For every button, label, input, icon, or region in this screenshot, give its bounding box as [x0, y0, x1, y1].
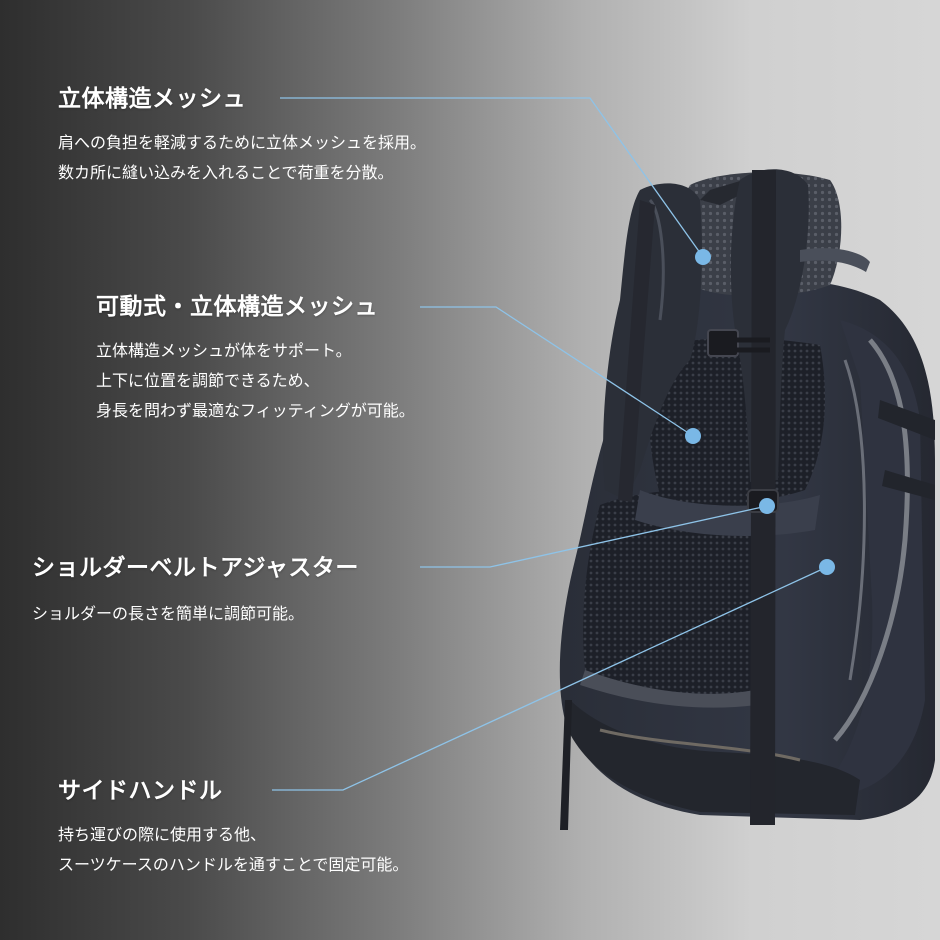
callout-line-adjuster — [420, 505, 768, 568]
callout-lines — [272, 97, 828, 791]
feature-title: ショルダーベルトアジャスター — [32, 555, 359, 581]
side-piping — [833, 338, 910, 742]
callout-line-handle — [272, 566, 828, 791]
feature-line: ショルダーの長さを簡単に調節可能。 — [32, 603, 305, 623]
feature-line: 肩への負担を軽減するために立体メッシュを採用。 — [58, 132, 427, 152]
callout-dot-handle — [819, 559, 835, 575]
feature-line: 数カ所に縫い込みを入れることで荷重を分散。 — [58, 162, 394, 182]
callout-dot-mesh — [695, 249, 711, 265]
feature-description: ショルダーの長さを簡単に調節可能。 — [32, 599, 359, 629]
callout-dot-adjuster — [759, 498, 775, 514]
feature-description: 持ち運びの際に使用する他、 スーツケースのハンドルを通すことで固定可能。 — [58, 820, 408, 880]
feature-3d-mesh: 立体構造メッシュ 肩への負担を軽減するために立体メッシュを採用。 数カ所に縫い込… — [58, 86, 426, 188]
side-panel — [830, 320, 925, 795]
feature-line: スーツケースのハンドルを通すことで固定可能。 — [58, 854, 409, 874]
lower-mesh-panel — [583, 489, 762, 694]
bag-bottom — [568, 700, 860, 815]
feature-title: 可動式・立体構造メッシュ — [96, 294, 378, 320]
feature-line: 立体構造メッシュが体をサポート。 — [96, 340, 352, 360]
feature-shoulder-adjuster: ショルダーベルトアジャスター ショルダーの長さを簡単に調節可能。 — [32, 555, 359, 629]
feature-description: 肩への負担を軽減するために立体メッシュを採用。 数カ所に縫い込みを入れることで荷… — [58, 128, 426, 188]
callout-line-movable-mesh — [420, 306, 694, 437]
feature-line: 身長を問わず最適なフィッティングが可能。 — [96, 400, 415, 420]
feature-title: 立体構造メッシュ — [58, 86, 246, 112]
callout-dot-movable-mesh — [685, 428, 701, 444]
feature-title: サイドハンドル — [58, 778, 223, 804]
feature-side-handle: サイドハンドル 持ち運びの際に使用する他、 スーツケースのハンドルを通すことで固… — [58, 778, 408, 880]
feature-description: 立体構造メッシュが体をサポート。 上下に位置を調節できるため、 身長を問わず最適… — [96, 336, 415, 426]
left-webbing — [618, 200, 655, 502]
feature-movable-mesh: 可動式・立体構造メッシュ 立体構造メッシュが体をサポート。 上下に位置を調節でき… — [96, 294, 415, 426]
feature-line: 上下に位置を調節できるため、 — [96, 370, 320, 390]
callout-dots — [685, 249, 835, 575]
callout-line-mesh — [280, 97, 704, 258]
feature-line: 持ち運びの際に使用する他、 — [58, 824, 267, 844]
